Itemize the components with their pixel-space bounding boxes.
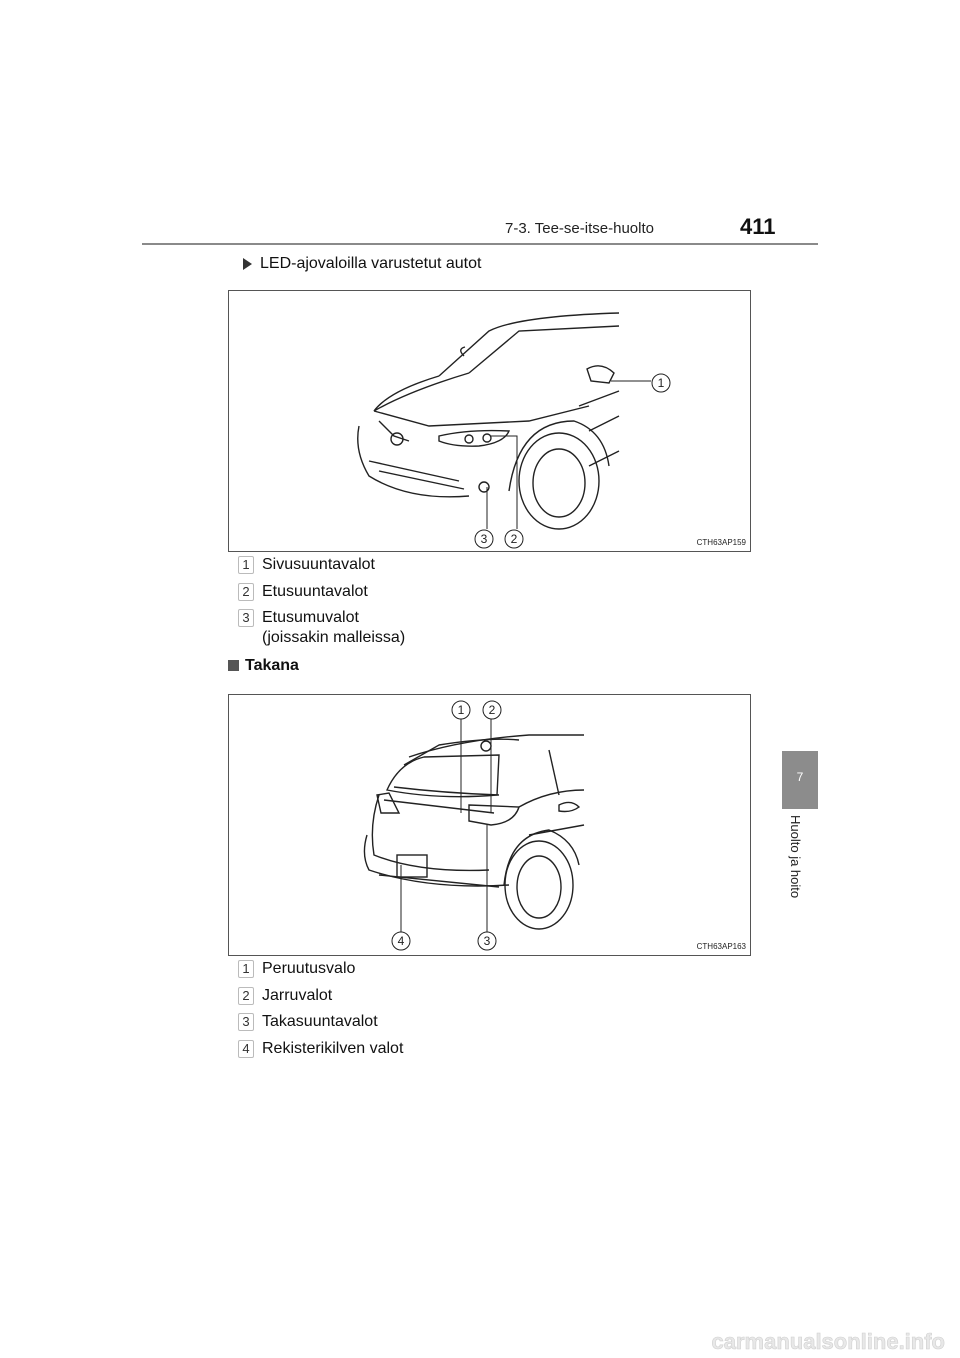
watermark-text: carmanualsonline.info — [712, 1329, 946, 1354]
triangle-bullet-icon — [243, 257, 252, 270]
legend-item: 1 Sivusuuntavalot — [238, 556, 375, 574]
watermark: carmanualsonline.info — [711, 1329, 946, 1355]
legend-text: Rekisterikilven valot — [262, 1040, 404, 1058]
legend-number: 3 — [238, 609, 254, 627]
figure-code: CTH63AP163 — [696, 942, 746, 951]
header-section-title: 7-3. Tee-se-itse-huolto — [505, 220, 654, 237]
callout-markers: 1 2 3 — [474, 373, 671, 549]
legend-text: Sivusuuntavalot — [262, 556, 375, 574]
callout-2: 2 — [489, 703, 496, 717]
figure-code: CTH63AP159 — [696, 538, 746, 547]
section-heading-rear: Takana — [228, 657, 299, 675]
legend-number: 4 — [238, 1040, 254, 1058]
bullet-text: LED-ajovaloilla varustetut autot — [260, 255, 482, 272]
legend-item: 3 Takasuuntavalot — [238, 1013, 378, 1031]
chapter-tab — [782, 751, 818, 809]
bullet-led-headlights: LED-ajovaloilla varustetut autot — [243, 255, 481, 273]
chapter-label-text: Huolto ja hoito — [788, 815, 803, 899]
callout-2-circle — [504, 529, 524, 549]
legend-item: 1 Peruutusvalo — [238, 960, 355, 978]
legend-number: 1 — [238, 556, 254, 574]
legend-number: 2 — [238, 987, 254, 1005]
callout-leaders — [486, 380, 651, 529]
callout-3: 3 — [481, 532, 488, 546]
callout-4-circle — [391, 931, 411, 951]
chapter-number: 7 — [796, 770, 804, 784]
legend-text: Jarruvalot — [262, 987, 333, 1005]
figure-front-lights: 1 2 3 CTH63AP159 — [228, 290, 751, 552]
section-heading-text: Takana — [245, 657, 299, 674]
callout-1-circle — [451, 700, 471, 720]
callout-1-circle — [651, 373, 671, 393]
legend-text: Takasuuntavalot — [262, 1013, 378, 1031]
legend-text: Peruutusvalo — [262, 960, 356, 978]
callout-1: 1 — [658, 376, 665, 390]
callout-1: 1 — [458, 703, 465, 717]
legend-number: 1 — [238, 960, 254, 978]
callout-markers: 1 2 3 4 — [391, 700, 502, 951]
callout-4: 4 — [398, 934, 405, 948]
legend-note: (joissakin malleissa) — [262, 629, 406, 646]
callout-3: 3 — [484, 934, 491, 948]
callout-3-circle — [477, 931, 497, 951]
rear-car-illustration: 1 2 3 4 — [363, 700, 585, 951]
callout-2: 2 — [511, 532, 518, 546]
front-car-illustration: 1 2 3 — [357, 312, 671, 549]
square-bullet-icon — [228, 660, 239, 672]
callout-3-circle — [474, 529, 494, 549]
legend-number: 2 — [238, 583, 254, 601]
legend-item: 2 Jarruvalot — [238, 987, 332, 1005]
callout-leaders — [400, 719, 492, 933]
legend-item: 2 Etusuuntavalot — [238, 583, 368, 601]
callout-2-circle — [482, 700, 502, 720]
page-number: 411 — [740, 214, 776, 239]
legend-text: Etusumuvalot — [262, 609, 359, 627]
legend-item: 4 Rekisterikilven valot — [238, 1040, 403, 1058]
chapter-label: Huolto ja hoito — [776, 815, 824, 935]
legend-item: 3 Etusumuvalot — [238, 609, 359, 627]
legend-text: Etusuuntavalot — [262, 583, 368, 601]
header-divider — [142, 243, 818, 245]
figure-rear-lights: 1 2 3 4 CTH63AP163 — [228, 694, 751, 956]
legend-number: 3 — [238, 1013, 254, 1031]
rear-car-outline — [363, 734, 585, 930]
front-car-outline — [357, 312, 620, 530]
